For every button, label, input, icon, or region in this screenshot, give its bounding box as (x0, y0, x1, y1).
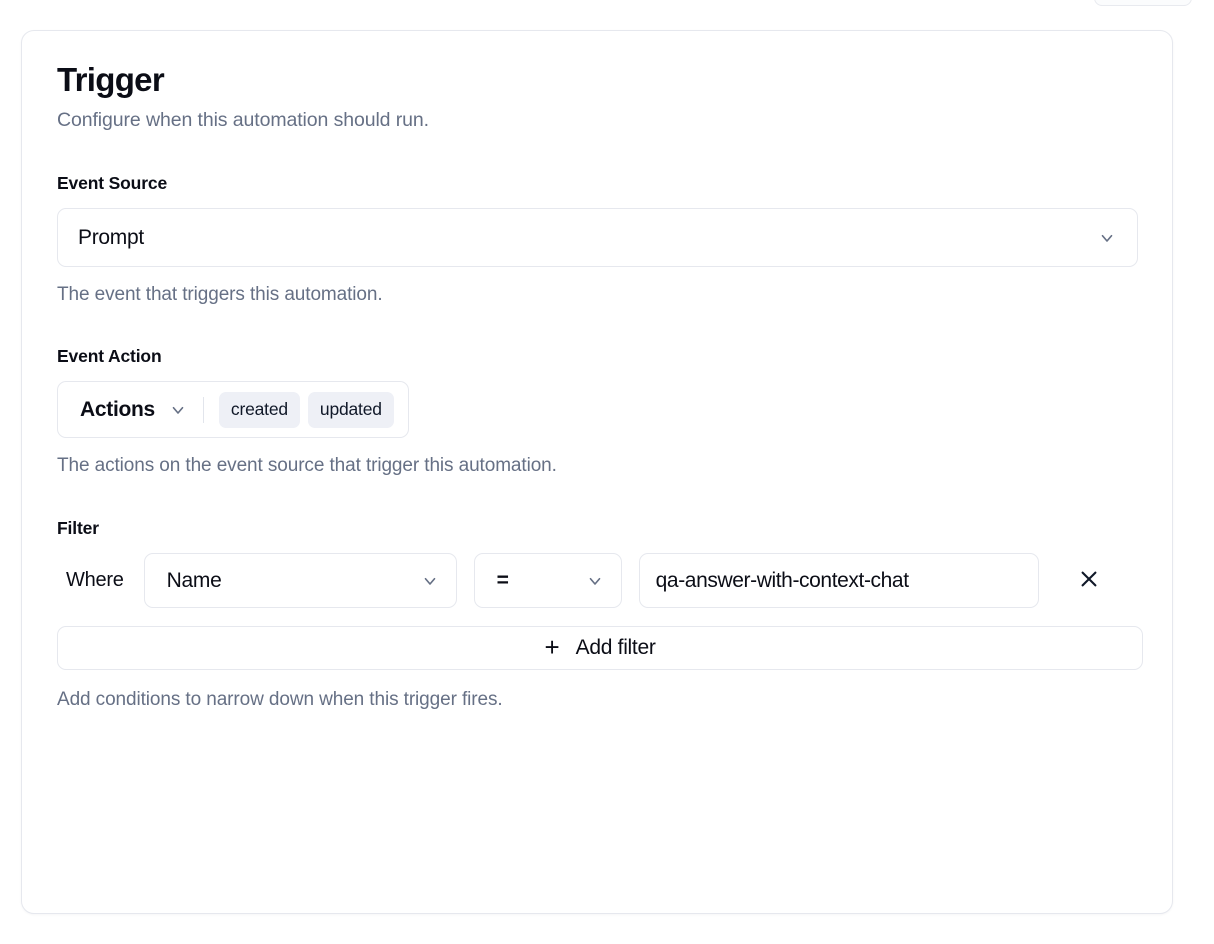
page-subtitle: Configure when this automation should ru… (57, 108, 429, 131)
chevron-down-icon (586, 572, 604, 590)
filter-field-value: Name (166, 568, 222, 592)
page-title: Trigger (57, 61, 165, 98)
chevron-down-icon (169, 401, 187, 419)
where-label: Where (66, 569, 124, 592)
filter-label: Filter (57, 518, 99, 539)
event-source-select[interactable]: Prompt (57, 208, 1138, 268)
add-filter-button[interactable]: + Add filter (57, 626, 1143, 671)
event-action-badges: created updated (218, 391, 394, 428)
trigger-card: Trigger Configure when this automation s… (21, 30, 1173, 914)
event-action-help: The actions on the event source that tri… (57, 455, 557, 477)
filter-operator-select[interactable]: = (473, 553, 622, 609)
event-action-dropdown-trigger[interactable]: Actions (80, 398, 187, 422)
filter-operator-value: = (496, 568, 509, 592)
event-source-value: Prompt (78, 225, 144, 249)
remove-filter-button[interactable] (1072, 564, 1106, 598)
add-filter-label: Add filter (575, 636, 656, 660)
event-action-badge-updated[interactable]: updated (307, 391, 394, 428)
combo-divider (202, 396, 204, 423)
event-action-label: Event Action (57, 346, 162, 367)
event-source-help: The event that triggers this automation. (57, 284, 383, 306)
filter-value-input[interactable] (638, 553, 1039, 609)
filter-field: Filter Where Name = (57, 518, 1143, 711)
plus-icon: + (544, 632, 560, 663)
event-source-label: Event Source (57, 173, 168, 194)
filter-row: Where Name = (57, 553, 1138, 609)
event-source-field: Event Source Prompt The event that trigg… (57, 173, 1138, 306)
event-action-combo: Actions created updated (57, 381, 409, 439)
partial-element-above-card (1094, 0, 1192, 6)
event-action-badge-created[interactable]: created (218, 391, 300, 428)
event-action-dropdown-label: Actions (80, 397, 155, 421)
filter-field-select[interactable]: Name (143, 553, 457, 609)
chevron-down-icon (1098, 229, 1116, 247)
chevron-down-icon (421, 572, 439, 590)
event-action-field: Event Action Actions created updated The… (57, 346, 1138, 477)
close-icon (1078, 568, 1100, 593)
filter-help: Add conditions to narrow down when this … (57, 689, 503, 711)
